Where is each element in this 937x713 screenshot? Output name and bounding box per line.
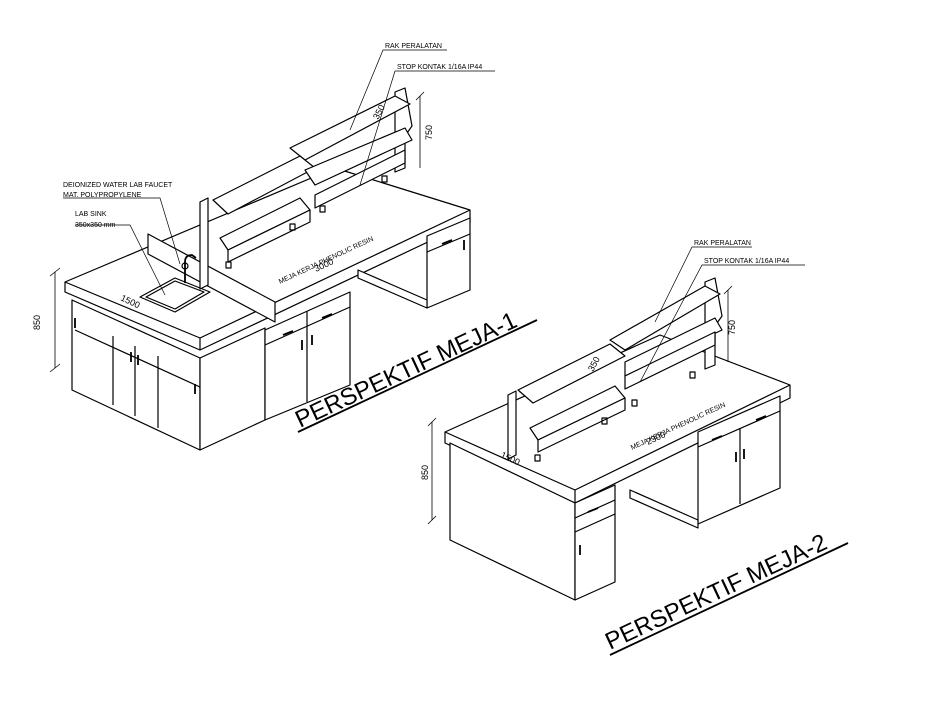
- meja2-dim-850: 850: [420, 417, 437, 525]
- meja1-faucet-label1: DEIONIZED WATER LAB FAUCET: [63, 182, 173, 189]
- meja1-post: [199, 197, 209, 290]
- meja1-faucet: [184, 254, 197, 283]
- meja2-right-cabinet: [697, 395, 781, 525]
- meja1-shelf-upper: [289, 95, 411, 161]
- meja1-sink-label2: 350x350 mm: [75, 222, 116, 229]
- meja1-drawing: 850 750 350 1500 3000 MEJA KERJA PHENOLI…: [32, 43, 538, 451]
- meja2-dim-750: 750: [723, 285, 737, 362]
- meja2-shelf-lower: [517, 343, 626, 404]
- meja2-post: [507, 390, 517, 460]
- meja1-dim-750: 750: [415, 91, 434, 168]
- meja1-rak-label: RAK PERALATAN: [385, 43, 442, 50]
- meja2-dim-750-label: 750: [727, 320, 737, 335]
- meja2-rak-label: RAK PERALATAN: [694, 240, 751, 247]
- meja2-shelf-upper: [609, 285, 721, 351]
- meja1-dim-850-label: 850: [32, 315, 42, 330]
- meja2-stop-label: STOP KONTAK 1/16A IP44: [704, 258, 789, 265]
- meja1-sink: [139, 277, 211, 313]
- meja2-dim-850-label: 850: [420, 465, 430, 480]
- meja1-dim-850: 850: [32, 267, 61, 373]
- meja1-faucet-label2: MAT. POLYPROPYLENE: [63, 192, 142, 199]
- meja1-backsplash: [147, 233, 276, 323]
- meja1-dim-750-label: 750: [424, 125, 434, 140]
- meja1-right-cabinet: [426, 217, 471, 309]
- meja1-sink-label1: LAB SINK: [75, 211, 107, 218]
- meja2-drawing: 850 750 350 1500 2300 MEJA KERJA PHENOLI…: [420, 240, 849, 656]
- meja1-stop-label: STOP KONTAK 1/16A IP44: [397, 64, 482, 71]
- meja2-title: PERSPEKTIF MEJA-2: [601, 529, 831, 655]
